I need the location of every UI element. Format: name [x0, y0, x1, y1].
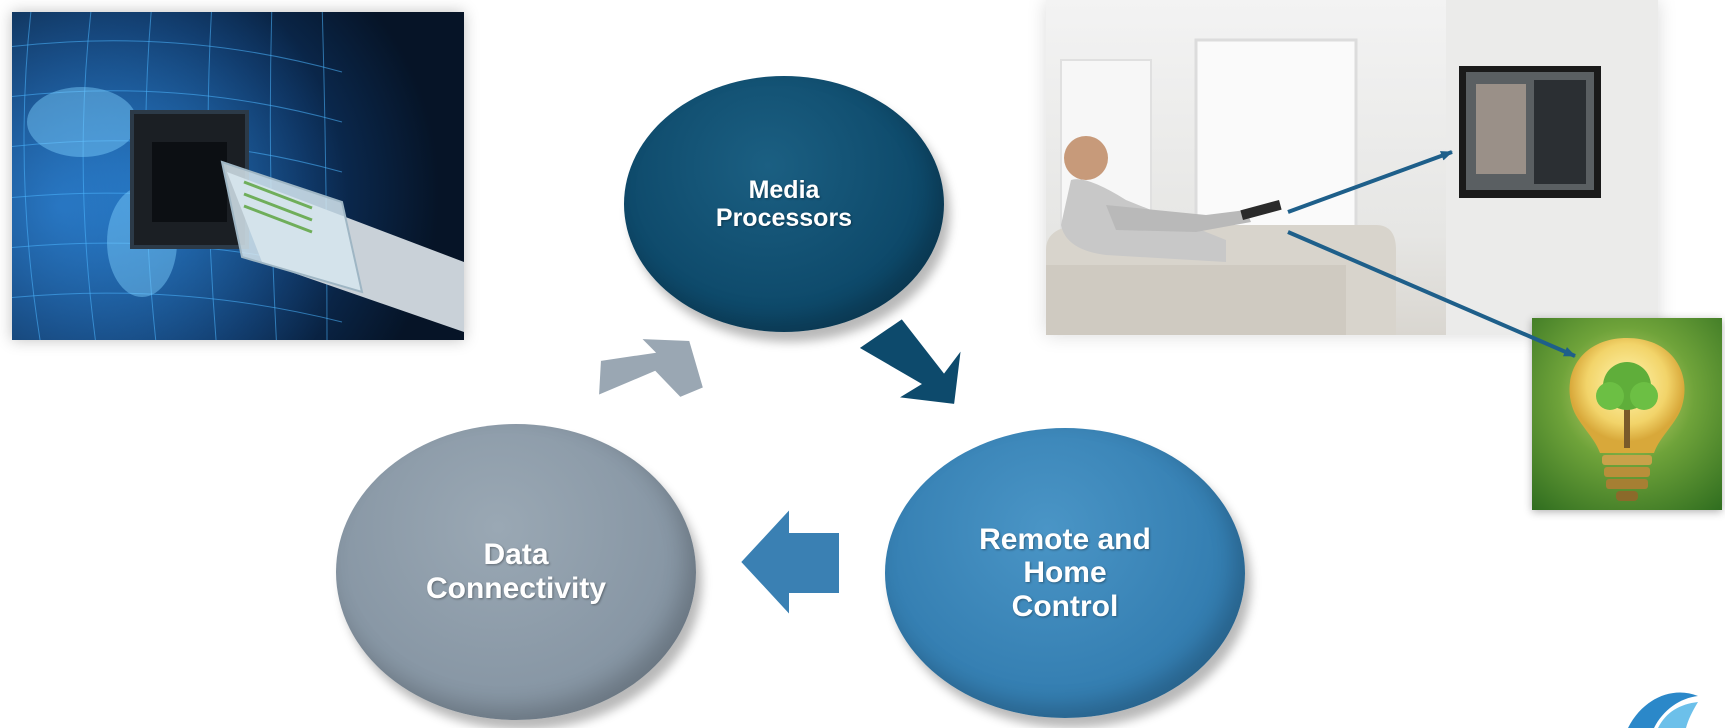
media-processors-node: Media Processors: [624, 76, 944, 332]
cycle-arrow-to-data: [738, 505, 841, 619]
network-globe-illustration: [12, 12, 464, 340]
data-connectivity-node: Data Connectivity: [336, 424, 696, 720]
living-room-remote-tv-photo: [1046, 0, 1658, 335]
pointer-arrow-to-tv: [1287, 150, 1453, 214]
remote-home-control-node: Remote and Home Control: [885, 428, 1245, 718]
cycle-arrow-to-remote: [856, 316, 964, 407]
remote-home-control-label: Remote and Home Control: [979, 522, 1151, 623]
media-processors-label: Media Processors: [715, 176, 853, 232]
pointer-arrow-to-bulb: [1287, 230, 1576, 358]
light-bulb-illustration: [1569, 338, 1685, 501]
corner-logo: [1618, 688, 1708, 728]
logo-swoosh-icon: [1628, 692, 1698, 728]
living-room-illustration: [1046, 0, 1658, 335]
network-globe-ethernet-photo: [12, 12, 464, 340]
data-connectivity-label: Data Connectivity: [425, 538, 607, 605]
cycle-arrow-to-media: [596, 336, 706, 400]
green-light-bulb-photo: [1532, 318, 1722, 510]
